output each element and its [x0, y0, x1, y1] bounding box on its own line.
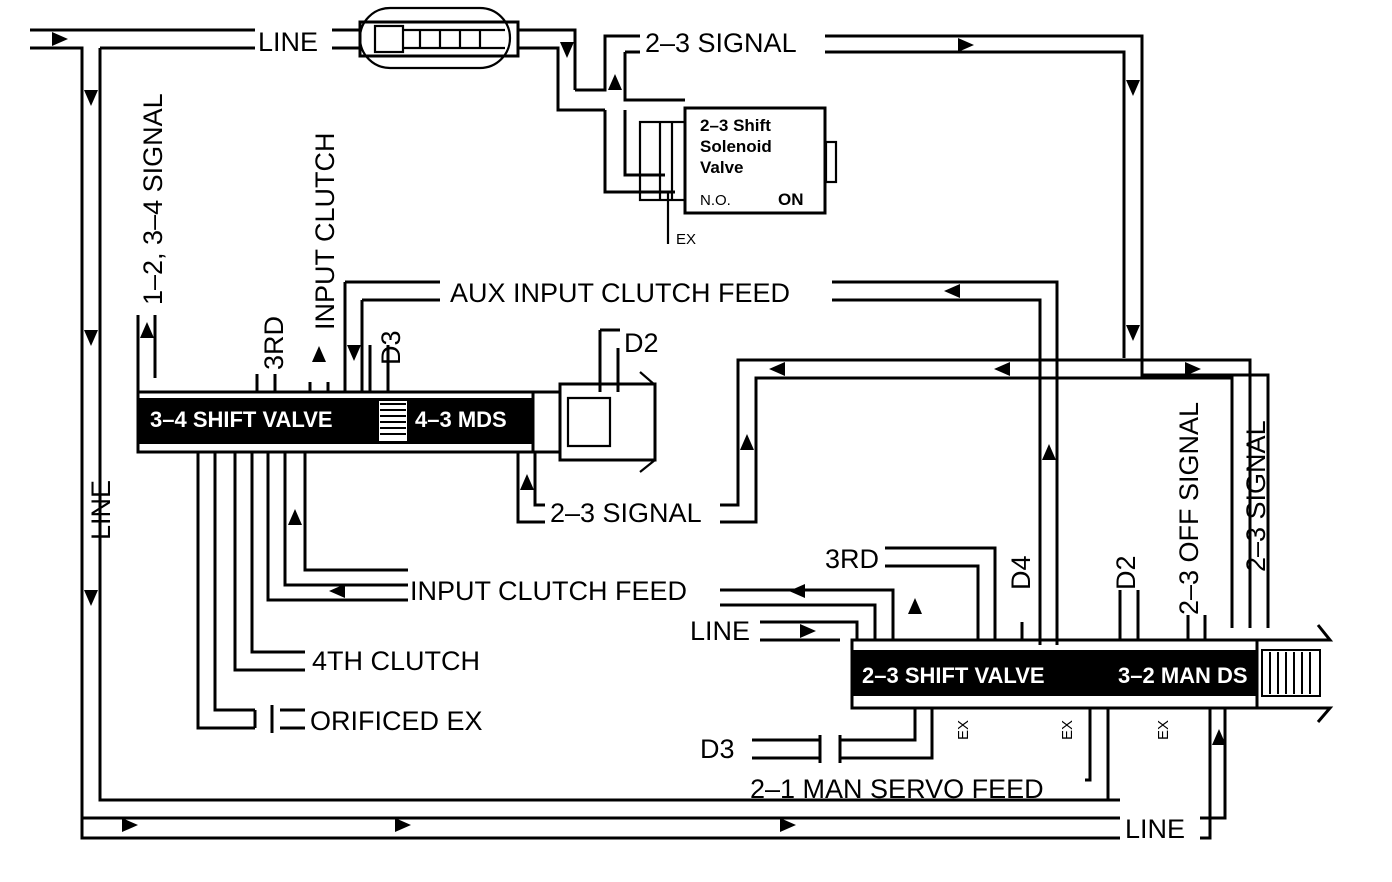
label-3rd-horizontal: 3RD: [825, 544, 879, 574]
arrow-icon: [52, 32, 68, 46]
label-input-clutch-vertical: INPUT CLUTCH: [310, 132, 340, 330]
solenoid-title-2: Solenoid: [700, 137, 772, 156]
arrow-icon: [560, 42, 574, 58]
label-d3-vertical: D3: [376, 330, 406, 365]
arrow-icon: [84, 330, 98, 346]
arrow-icon: [769, 362, 785, 376]
label-4th-clutch: 4TH CLUTCH: [312, 646, 480, 676]
label-d2-right: D2: [1111, 555, 1141, 590]
arrow-icon: [288, 509, 302, 525]
arrow-icon: [800, 624, 816, 638]
arrow-icon: [1126, 80, 1140, 96]
label-ex-a: EX: [955, 720, 972, 740]
label-orificed-ex: ORIFICED EX: [310, 706, 483, 736]
arrow-icon: [122, 818, 138, 832]
label-21-man-servo-feed: 2–1 MAN SERVO FEED: [750, 774, 1044, 804]
solenoid-title-1: 2–3 Shift: [700, 116, 771, 135]
arrow-icon: [994, 362, 1010, 376]
arrow-icon: [84, 590, 98, 606]
label-ex-b: EX: [1059, 720, 1076, 740]
label-line-bottom: LINE: [1125, 814, 1185, 844]
arrow-icon: [329, 584, 345, 598]
solenoid-title-3: Valve: [700, 158, 744, 177]
label-ex-c: EX: [1155, 720, 1172, 740]
arrow-icon: [395, 818, 411, 832]
arrow-icon: [958, 38, 974, 52]
arrow-icon: [1042, 444, 1056, 460]
label-line-top: LINE: [258, 27, 318, 57]
arrow-icon: [1212, 729, 1226, 745]
label-3rd-vertical: 3RD: [259, 316, 289, 370]
arrow-icon: [908, 598, 922, 614]
label-43-mds: 4–3 MDS: [415, 407, 507, 432]
arrow-icon: [140, 322, 154, 338]
arrow-icon: [347, 345, 361, 361]
label-d3-bottom: D3: [700, 734, 735, 764]
label-aux-input-clutch-feed: AUX INPUT CLUTCH FEED: [450, 278, 790, 308]
label-ex-solenoid: EX: [676, 231, 696, 248]
flow-arrows: [52, 32, 1226, 832]
label-input-clutch-feed: INPUT CLUTCH FEED: [410, 576, 687, 606]
valve-34-shift: [138, 398, 533, 444]
label-23-shift-valve: 2–3 SHIFT VALVE: [862, 663, 1045, 688]
solenoid-valve: [638, 106, 838, 215]
label-32-man-ds: 3–2 MAN DS: [1118, 663, 1248, 688]
line-filter: [358, 6, 520, 70]
solenoid-no: N.O.: [700, 192, 731, 209]
arrow-icon: [312, 346, 326, 362]
label-23-off-signal: 2–3 OFF SIGNAL: [1174, 402, 1204, 615]
solenoid-on: ON: [778, 190, 804, 209]
arrow-icon: [740, 434, 754, 450]
valve-23-shift: [852, 649, 1321, 697]
label-23-signal-right: 2–3 SIGNAL: [1241, 420, 1271, 572]
label-line-left: LINE: [86, 480, 116, 540]
arrow-icon: [780, 818, 796, 832]
label-line-mid: LINE: [690, 616, 750, 646]
label-23-signal-mid: 2–3 SIGNAL: [550, 498, 702, 528]
arrow-icon: [944, 284, 960, 298]
passages: [30, 28, 1334, 840]
arrow-icon: [608, 74, 622, 90]
arrow-icon: [1185, 362, 1201, 376]
label-34-shift-valve: 3–4 SHIFT VALVE: [150, 407, 333, 432]
label-d2-top: D2: [624, 328, 659, 358]
labels: LINE 2–3 SIGNAL 2–3 Shift Solenoid Valve…: [86, 27, 1271, 844]
arrow-icon: [1126, 325, 1140, 341]
arrow-icon: [84, 90, 98, 106]
arrow-icon: [520, 474, 534, 490]
label-d4: D4: [1006, 555, 1036, 590]
arrow-icon: [789, 584, 805, 598]
label-23-signal-top: 2–3 SIGNAL: [645, 28, 797, 58]
label-12-34-signal: 1–2, 3–4 SIGNAL: [138, 93, 168, 305]
